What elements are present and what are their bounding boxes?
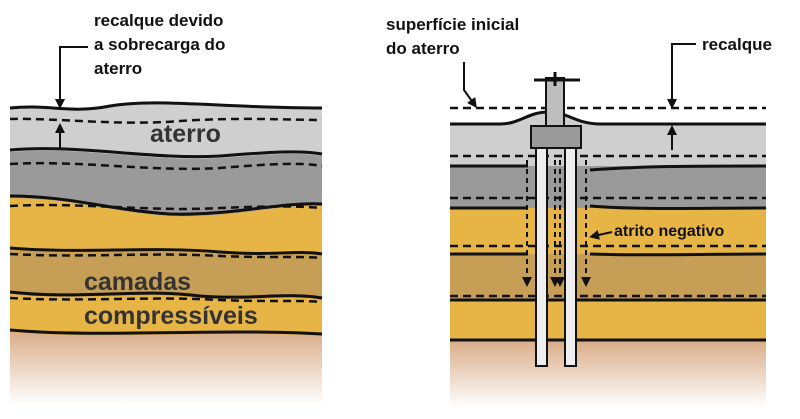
left-layer-label-fill: aterro xyxy=(150,120,221,148)
left-dashed-4 xyxy=(9,252,323,260)
left-line-2 xyxy=(9,147,323,159)
left-annotation-line2: a sobrecarga do xyxy=(94,35,225,54)
negative-friction-arrows xyxy=(522,160,591,287)
left-dashed-3 xyxy=(9,203,323,211)
left-fill-layer xyxy=(10,102,322,159)
right-soil-profile: superfície inicial do aterro recalque at… xyxy=(386,15,772,408)
right-label-surface-1: superfície inicial xyxy=(386,15,519,34)
pile-cap xyxy=(530,125,582,149)
left-annotation-line1: recalque devido xyxy=(94,11,223,30)
left-callout-line xyxy=(55,46,88,109)
settlement-callout-line xyxy=(667,43,696,109)
pile-shaft-right xyxy=(564,147,577,367)
left-layer-label-compress-1: camadas xyxy=(84,268,191,296)
right-brown-layer xyxy=(450,254,766,300)
left-brown-layer xyxy=(10,248,322,300)
right-label-settlement: recalque xyxy=(702,35,772,54)
pile-foundation xyxy=(530,72,582,367)
right-sand-lower xyxy=(450,300,766,342)
right-label-negative-friction: atrito negativo xyxy=(614,223,724,240)
right-label-surface-2: do aterro xyxy=(386,39,460,58)
left-line-6 xyxy=(9,328,323,336)
right-base-layer xyxy=(450,340,766,408)
left-dashed-5 xyxy=(9,296,323,304)
left-sand-lower xyxy=(10,292,322,336)
left-line-3 xyxy=(9,194,323,216)
left-dashed-2 xyxy=(9,161,323,171)
left-line-4 xyxy=(9,246,323,256)
left-top-surface-line xyxy=(9,101,323,111)
left-base-layer xyxy=(10,330,322,405)
friction-callout-line xyxy=(589,230,613,240)
right-line-2 xyxy=(450,164,767,172)
left-layer-label-compress-2: compressíveis xyxy=(84,302,258,330)
left-soil-profile: recalque devido a sobrecarga do aterro a… xyxy=(9,11,323,405)
right-dark-gray-layer xyxy=(450,164,766,208)
left-annotation-line3: aterro xyxy=(94,59,142,78)
right-line-3 xyxy=(450,204,767,210)
left-line-5 xyxy=(9,290,323,300)
pile-shaft-left xyxy=(535,147,548,367)
right-fill-layer xyxy=(450,112,766,166)
right-line-4 xyxy=(450,252,767,257)
surface-callout-line xyxy=(463,62,477,109)
left-dashed-1 xyxy=(9,117,323,124)
right-top-surface-line xyxy=(450,110,766,126)
